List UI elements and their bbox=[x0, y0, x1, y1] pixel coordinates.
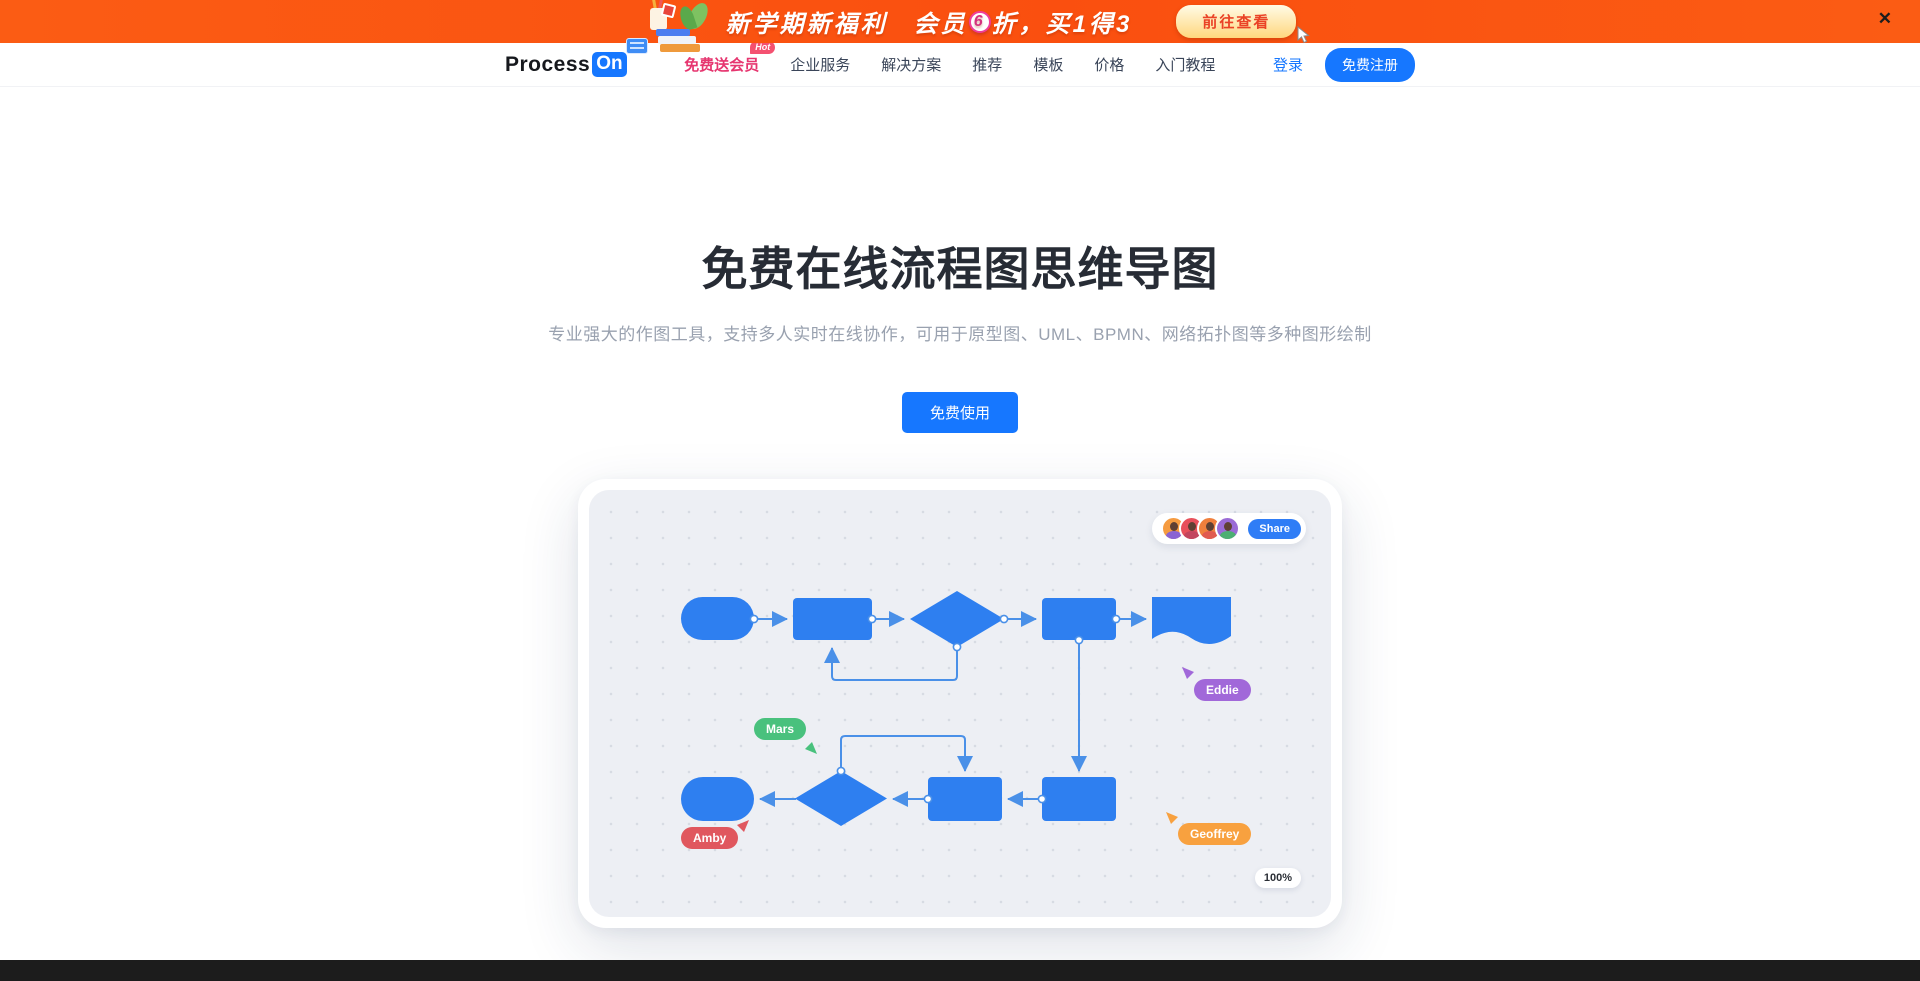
nav-item-solutions[interactable]: 解决方案 bbox=[881, 57, 942, 74]
collaborator-avatars bbox=[1161, 516, 1241, 541]
nav-item-tutorials[interactable]: 入门教程 bbox=[1155, 57, 1216, 74]
promo-banner: 新学期新福利 会员 6 折，买1得3 前往查看 ✕ bbox=[0, 0, 1920, 54]
collab-cursor-amby bbox=[737, 820, 749, 832]
avatar bbox=[1215, 516, 1241, 541]
collab-tag-geoffrey: Geoffrey bbox=[1178, 823, 1252, 845]
collab-tag-amby: Amby bbox=[681, 827, 739, 849]
nav-item-free-membership[interactable]: 免费送会员 Hot bbox=[684, 41, 776, 75]
flow-process-node bbox=[928, 777, 1002, 821]
login-link[interactable]: 登录 bbox=[1272, 57, 1303, 74]
free-use-button[interactable]: 免费使用 bbox=[901, 392, 1018, 433]
zoom-level-badge: 100% bbox=[1254, 868, 1301, 888]
footer-band bbox=[0, 960, 1920, 981]
collab-tag-mars: Mars bbox=[754, 718, 807, 740]
mouse-cursor-icon bbox=[1297, 26, 1311, 44]
banner-promo-text: 新学期新福利 会员 6 折，买1得3 bbox=[726, 4, 1133, 39]
flowchart-demo-card: Share Mars Eddie Amby Geoffrey 100% bbox=[578, 479, 1342, 928]
notebook-icon bbox=[625, 37, 648, 54]
hot-badge: Hot bbox=[750, 41, 776, 54]
nav-item-enterprise-services[interactable]: 企业服务 bbox=[790, 57, 851, 74]
nav-item-recommend[interactable]: 推荐 bbox=[972, 57, 1003, 74]
collaborators-pill: Share bbox=[1152, 513, 1306, 544]
sticker-icon bbox=[660, 2, 677, 18]
flow-process-node bbox=[1042, 598, 1116, 640]
flow-end-node bbox=[681, 777, 754, 821]
share-button: Share bbox=[1248, 518, 1301, 539]
banner-promo-prefix: 会员 bbox=[913, 11, 968, 38]
book-icon bbox=[655, 28, 690, 36]
nav-item-pricing[interactable]: 价格 bbox=[1094, 57, 1125, 74]
page-title: 免费在线流程图思维导图 bbox=[701, 243, 1219, 295]
flow-decision-node bbox=[795, 771, 887, 826]
flow-process-node bbox=[1042, 777, 1116, 821]
flow-document-node bbox=[1152, 597, 1231, 645]
collab-cursor-mars bbox=[805, 742, 817, 754]
processon-logo[interactable]: Process On bbox=[505, 52, 627, 77]
banner-main-text: 新学期新福利 bbox=[725, 11, 888, 38]
flowchart-canvas: Share Mars Eddie Amby Geoffrey 100% bbox=[589, 490, 1331, 917]
banner-view-now-button[interactable]: 前往查看 bbox=[1176, 5, 1297, 38]
flow-start-node bbox=[681, 597, 754, 640]
flowchart-diagram bbox=[681, 591, 1231, 826]
register-button[interactable]: 免费注册 bbox=[1325, 47, 1415, 82]
banner-promo-suffix: 折，买1得3 bbox=[991, 11, 1133, 38]
page-subtitle: 专业强大的作图工具，支持多人实时在线协作，可用于原型图、UML、BPMN、网络拓… bbox=[548, 325, 1372, 344]
collab-cursor-eddie bbox=[1182, 667, 1194, 679]
collab-cursor-geoffrey bbox=[1166, 812, 1178, 824]
discount-digit-badge: 6 bbox=[968, 10, 991, 33]
logo-on-badge: On bbox=[592, 52, 627, 77]
book-icon bbox=[659, 43, 700, 52]
nav-item-templates[interactable]: 模板 bbox=[1033, 57, 1064, 74]
collab-tag-eddie: Eddie bbox=[1194, 679, 1251, 701]
flow-decision-node bbox=[910, 591, 1004, 647]
banner-close-button[interactable]: ✕ bbox=[1877, 9, 1892, 28]
banner-books-illustration bbox=[624, 0, 712, 54]
top-navigation: Process On 免费送会员 Hot 企业服务 解决方案 推荐 模板 价格 … bbox=[0, 41, 1920, 87]
logo-text: Process bbox=[505, 52, 591, 76]
flow-process-node bbox=[793, 598, 872, 640]
book-icon bbox=[657, 35, 696, 44]
auth-area: 登录 免费注册 bbox=[1272, 47, 1415, 82]
hero-section: 免费在线流程图思维导图 专业强大的作图工具，支持多人实时在线协作，可用于原型图、… bbox=[0, 87, 1920, 928]
nav-menu: 免费送会员 Hot 企业服务 解决方案 推荐 模板 价格 入门教程 bbox=[684, 41, 1216, 75]
